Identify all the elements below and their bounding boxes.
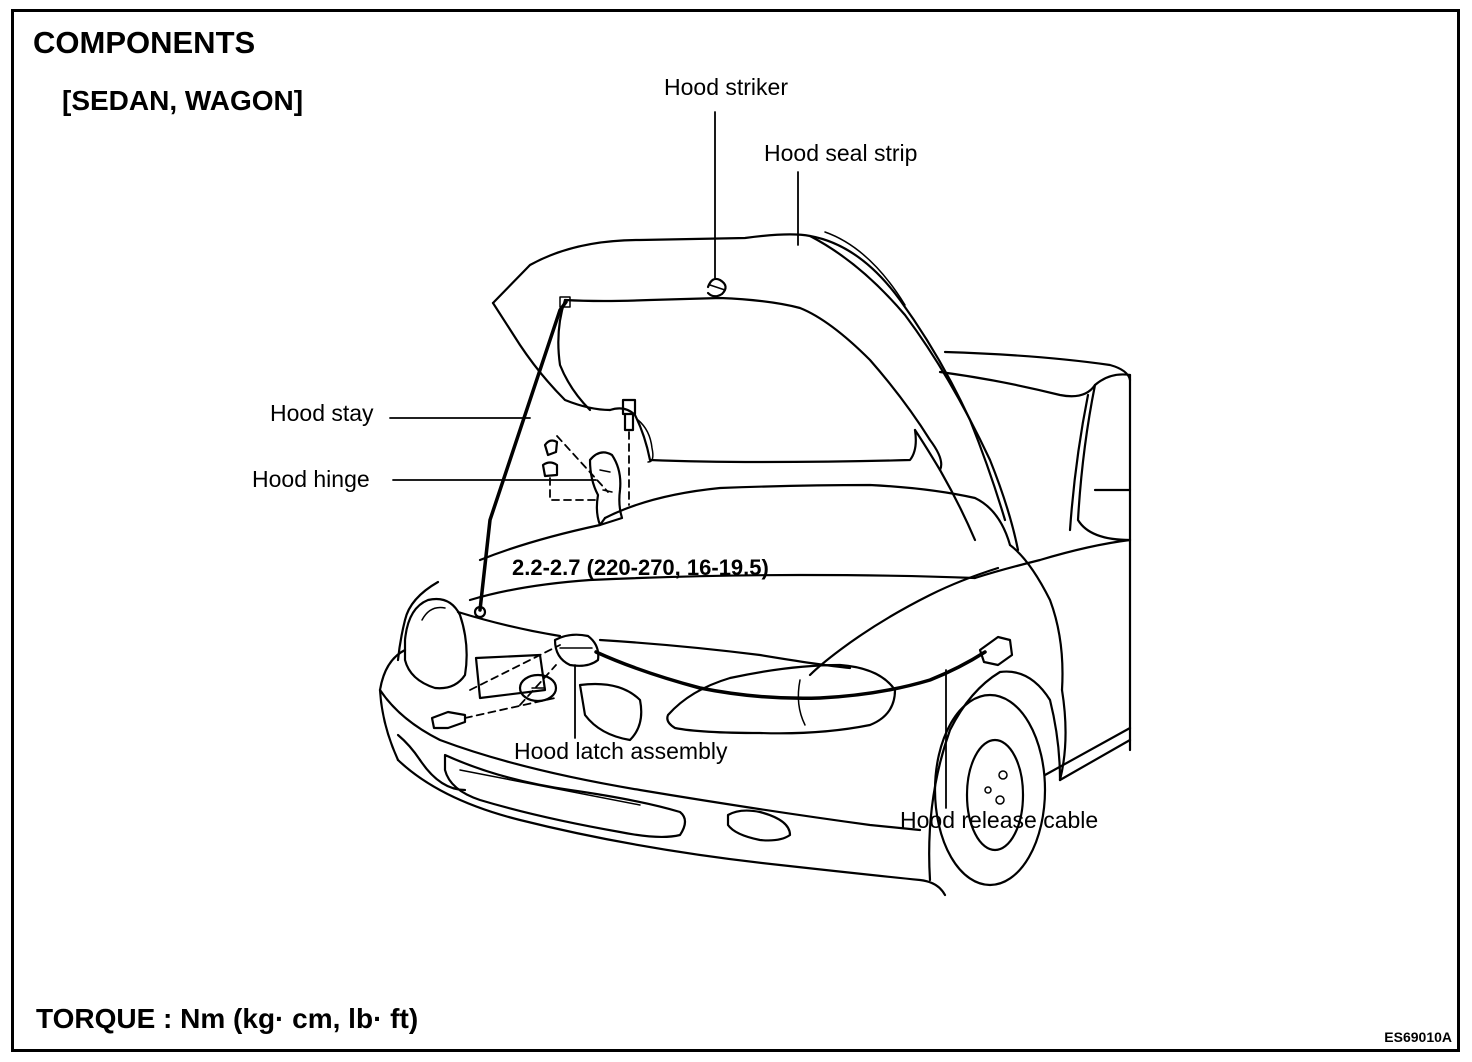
label-hood-latch-assembly: Hood latch assembly bbox=[514, 738, 728, 764]
figure-code: ES69010A bbox=[1384, 1029, 1452, 1045]
front-wheel bbox=[928, 670, 1062, 887]
figure-frame bbox=[11, 9, 1460, 1052]
hood-release-cable-part bbox=[594, 635, 1014, 701]
hood-stay bbox=[473, 296, 571, 619]
car-body bbox=[378, 350, 1132, 897]
label-hood-stay: Hood stay bbox=[270, 400, 374, 426]
label-hood-hinge: Hood hinge bbox=[252, 466, 370, 492]
label-hood-release-cable: Hood release cable bbox=[900, 807, 1099, 833]
label-hood-striker: Hood striker bbox=[664, 74, 788, 100]
hood-striker-part bbox=[706, 277, 727, 298]
page-title: COMPONENTS bbox=[33, 25, 256, 60]
label-hood-seal-strip: Hood seal strip bbox=[764, 140, 918, 166]
hood-hinge-part bbox=[541, 398, 654, 527]
model-subtitle: [SEDAN, WAGON] bbox=[62, 85, 304, 116]
torque-units: TORQUE : Nm (kg· cm, lb· ft) bbox=[36, 1003, 419, 1034]
hood-panel bbox=[491, 231, 1020, 552]
headlights bbox=[403, 597, 897, 742]
torque-value: 2.2-2.7 (220-270, 16-19.5) bbox=[512, 555, 769, 580]
hood-latch-part bbox=[430, 633, 600, 730]
leader-lines bbox=[389, 111, 947, 809]
